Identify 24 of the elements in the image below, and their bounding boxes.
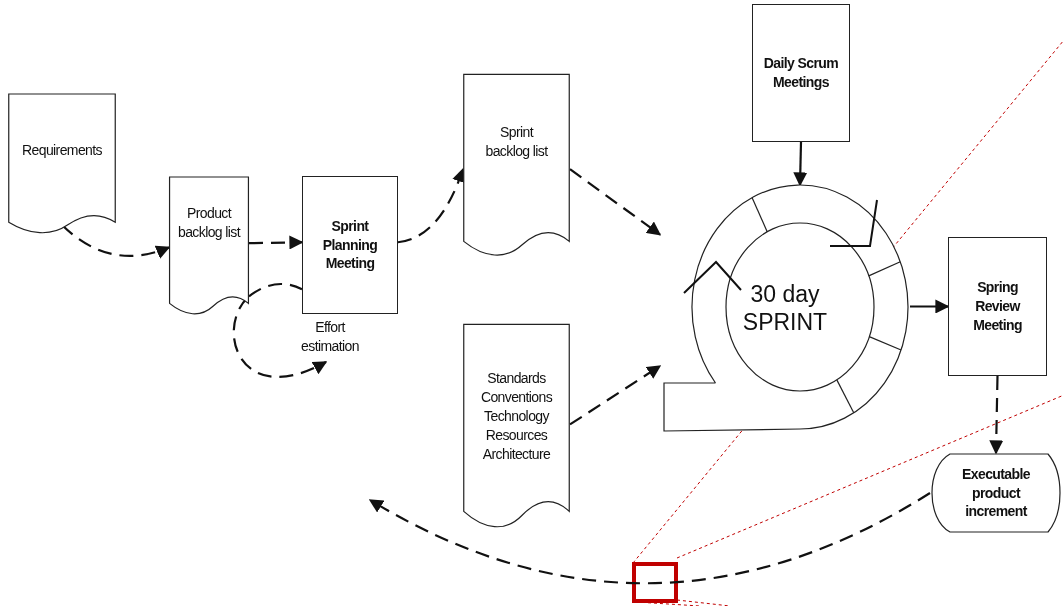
document-shape	[463, 323, 570, 530]
dashed-arrow	[368, 492, 931, 585]
document-shape	[169, 176, 249, 316]
node-label: Daily Scrum Meetings	[762, 54, 840, 92]
node-label: Sprint backlog list	[484, 123, 549, 161]
process-box	[752, 4, 850, 142]
node-label: 30 day SPRINT	[741, 281, 829, 337]
display-shape	[930, 453, 1062, 533]
document-shape	[8, 93, 116, 235]
process-box	[302, 176, 398, 314]
document-shape	[463, 73, 570, 258]
dashed-arrow	[569, 365, 662, 426]
dashed-arrow	[569, 168, 662, 236]
dashed-arrow	[989, 375, 1004, 455]
arrow	[910, 299, 950, 314]
node-label: Product backlog list	[176, 204, 242, 242]
annotation-text: Effort estimation	[290, 318, 370, 356]
process-box	[948, 237, 1047, 376]
node-label: Standards Conventions Technology Resources Architecture	[479, 369, 554, 464]
node-label: Requirements	[22, 141, 102, 160]
dashed-arrow	[249, 235, 304, 250]
node-label: Executable product increment	[961, 464, 1031, 522]
node-label: Sprint Planning Meeting	[321, 216, 379, 274]
node-label: Spring Review Meeting	[972, 278, 1023, 335]
